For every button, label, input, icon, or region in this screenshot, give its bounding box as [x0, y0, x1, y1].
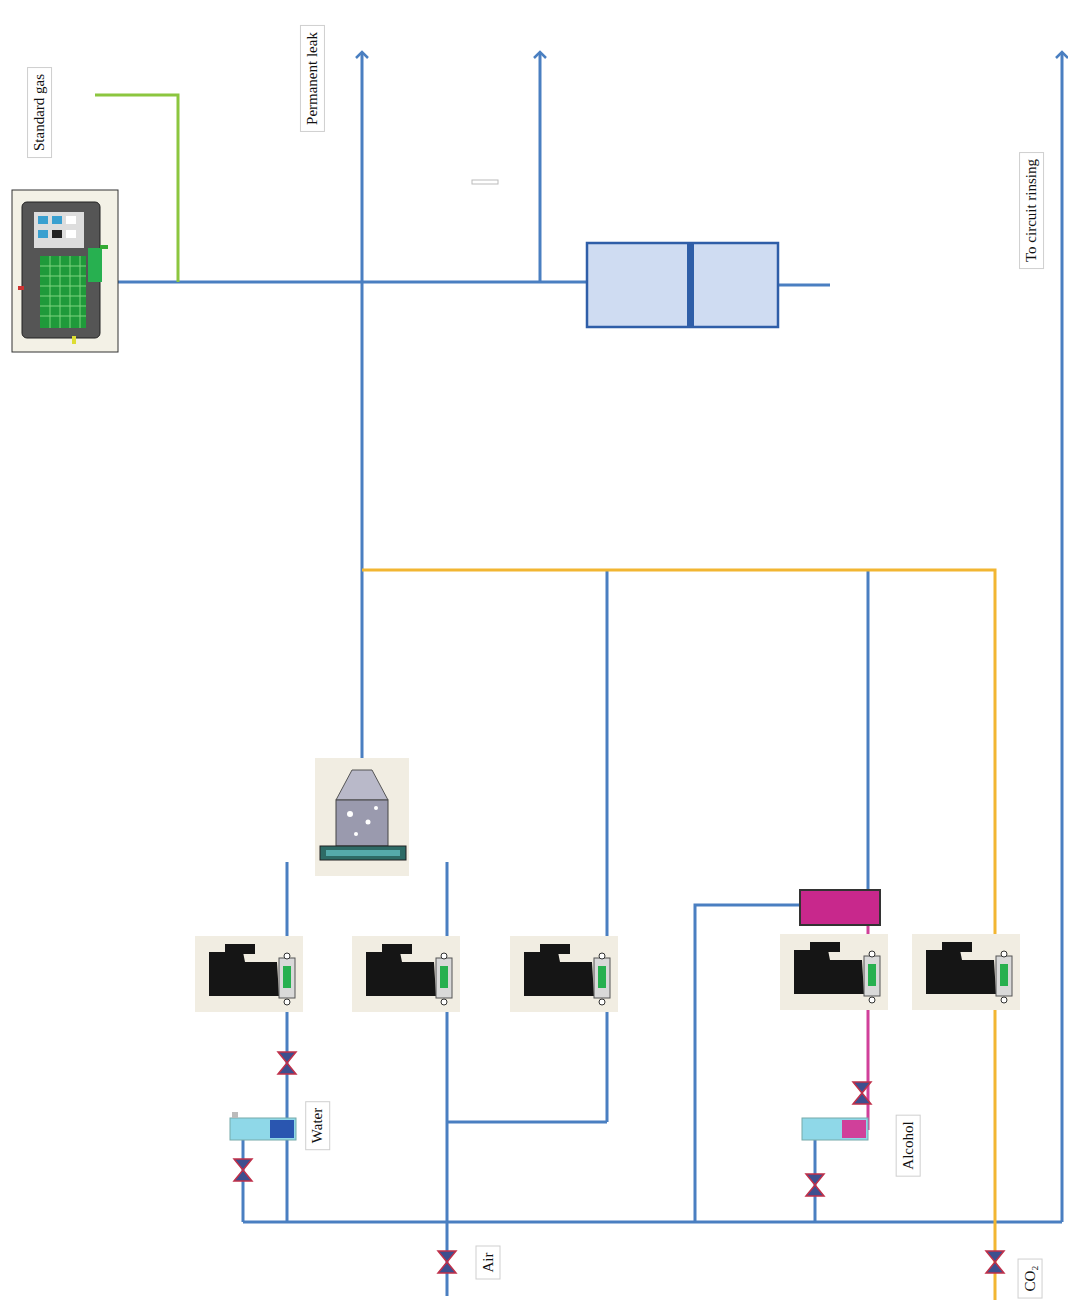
inlet-label: Air — [476, 1245, 501, 1279]
gas-label: Standard gas — [28, 66, 53, 157]
leak-label: Permanent leak — [299, 25, 324, 132]
reactor-icon — [315, 758, 409, 876]
tank-label: Water — [306, 1100, 331, 1149]
inlet-label: CO₂ — [1017, 1258, 1042, 1298]
tank-label: Alcohol — [895, 1114, 920, 1176]
rinsing-label: To circuit rinsing — [1019, 151, 1044, 268]
analyzer-icon — [12, 190, 118, 352]
